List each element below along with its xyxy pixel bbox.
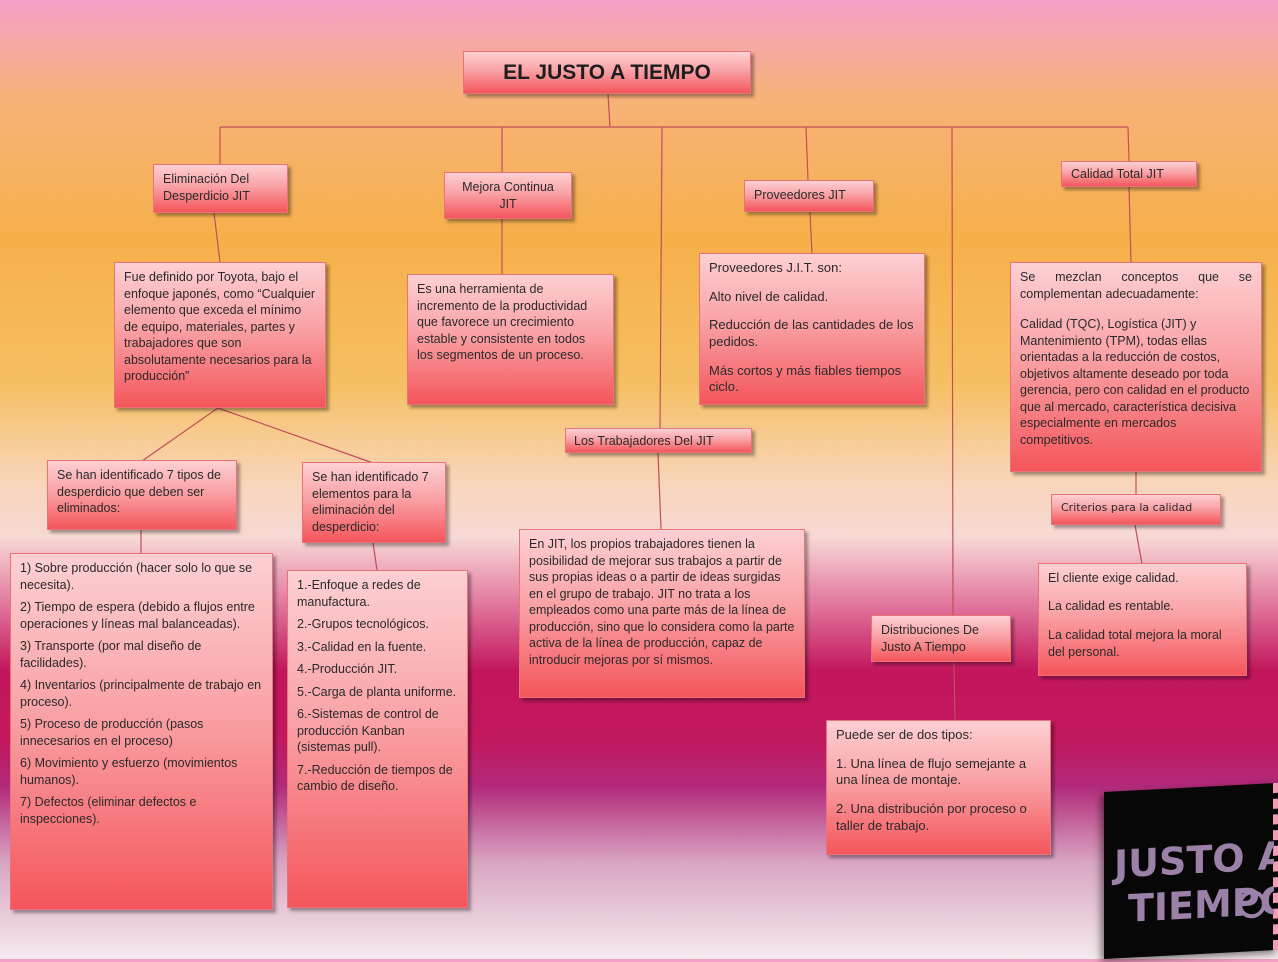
list-item: 7) Defectos (eliminar defectos e inspecc…	[20, 795, 197, 826]
node-lista-tipos: 1) Sobre producción (hacer solo lo que s…	[10, 553, 273, 910]
list-item: 1. Una línea de flujo semejante a una lí…	[836, 755, 1027, 788]
node-calidad-texto: Se mezclan conceptos que se complementan…	[1010, 262, 1262, 472]
list-item: Reducción de las cantidades de los pedid…	[709, 317, 914, 349]
node-label: Se han identificado 7 tipos de desperdic…	[57, 468, 222, 515]
node-label: Eliminación Del Desperdicio JIT	[163, 172, 250, 203]
node-lista-elementos: 1.-Enfoque a redes de manufactura. 2.-Gr…	[287, 570, 468, 908]
node-eliminacion-desperdicio: Eliminación Del Desperdicio JIT	[153, 164, 288, 213]
list-item: 7.-Reducción de tiempos de cambio de dis…	[297, 762, 453, 794]
node-proveedores: Proveedores JIT	[744, 180, 874, 212]
list-item: 2. Una distribución por proceso o taller…	[836, 800, 1027, 833]
node-label: Calidad Total JIT	[1071, 167, 1164, 181]
list-item: La calidad es rentable.	[1048, 599, 1174, 614]
list-item: 2.-Grupos tecnológicos.	[297, 617, 430, 631]
node-label: Proveedores JIT	[754, 188, 846, 202]
node-definicion-desperdicio: Fue definido por Toyota, bajo el enfoque…	[114, 262, 326, 408]
node-criterios-calidad: Criterios para la calidad	[1051, 494, 1221, 525]
node-label: Criterios para la calidad	[1061, 501, 1193, 514]
logo-line2: TIEMPO	[1128, 878, 1274, 931]
list-item: 5) Proceso de producción (pasos innecesa…	[20, 717, 204, 748]
logo-line1: JUSTO A	[1111, 833, 1274, 886]
list-item: 1.-Enfoque a redes de manufactura.	[297, 578, 421, 609]
node-text: Es una herramienta de incremento de la p…	[417, 282, 588, 362]
node-distribuciones: Distribuciones De Justo A Tiempo	[871, 615, 1011, 662]
list-item: 3.-Calidad en la fuente.	[297, 639, 427, 654]
list-item: Proveedores J.I.T. son:	[709, 260, 842, 275]
list-item: Más cortos y más fiables tiempos ciclo.	[709, 362, 902, 395]
page-title: EL JUSTO A TIEMPO	[463, 51, 751, 94]
node-mejora-continua: Mejora Continua JIT	[444, 172, 572, 219]
node-proveedores-lista: Proveedores J.I.T. son: Alto nivel de ca…	[699, 253, 925, 405]
node-label: Los Trabajadores Del JIT	[574, 434, 714, 448]
node-text: Calidad (TQC), Logística (JIT) y Manteni…	[1020, 317, 1250, 447]
node-distribuciones-lista: Puede ser de dos tipos: 1. Una línea de …	[826, 720, 1051, 855]
node-text: Fue definido por Toyota, bajo el enfoque…	[124, 270, 316, 383]
node-label: Se han identificado 7 elementos para la …	[312, 470, 429, 534]
node-label: Mejora Continua JIT	[462, 180, 554, 211]
list-item: La calidad total mejora la moral del per…	[1048, 627, 1222, 659]
node-text: En JIT, los propios trabajadores tienen …	[529, 537, 795, 667]
node-criterios-lista: El cliente exige calidad. La calidad es …	[1038, 563, 1247, 676]
node-label: Distribuciones De Justo A Tiempo	[881, 623, 979, 654]
list-item: 6) Movimiento y esfuerzo (movimientos hu…	[20, 756, 238, 787]
list-item: 4) Inventarios (principalmente de trabaj…	[20, 678, 262, 709]
justo-a-tiempo-logo: JUSTO A TIEMPO	[1104, 782, 1278, 959]
node-trabajadores-texto: En JIT, los propios trabajadores tienen …	[519, 529, 805, 698]
list-item: Alto nivel de calidad.	[709, 288, 829, 304]
list-item: El cliente exige calidad.	[1048, 571, 1179, 585]
list-item: Puede ser de dos tipos:	[836, 727, 973, 742]
node-calidad-total: Calidad Total JIT	[1061, 161, 1197, 187]
node-trabajadores: Los Trabajadores Del JIT	[565, 428, 752, 453]
node-tipos-desperdicio: Se han identificado 7 tipos de desperdic…	[47, 460, 237, 530]
list-item: 3) Transporte (por mal diseño de facilid…	[20, 639, 202, 670]
list-item: 2) Tiempo de espera (debido a flujos ent…	[20, 600, 255, 631]
node-mejora-texto: Es una herramienta de incremento de la p…	[407, 274, 614, 405]
list-item: 4.-Producción JIT.	[297, 662, 398, 676]
clock-icon	[1238, 890, 1266, 919]
node-intro: Se mezclan conceptos que se complementan…	[1020, 270, 1252, 301]
list-item: 5.-Carga de planta uniforme.	[297, 684, 457, 699]
list-item: 6.-Sistemas de control de producción Kan…	[297, 707, 439, 754]
list-item: 1) Sobre producción (hacer solo lo que s…	[20, 561, 253, 592]
node-elementos-eliminacion: Se han identificado 7 elementos para la …	[302, 462, 446, 543]
